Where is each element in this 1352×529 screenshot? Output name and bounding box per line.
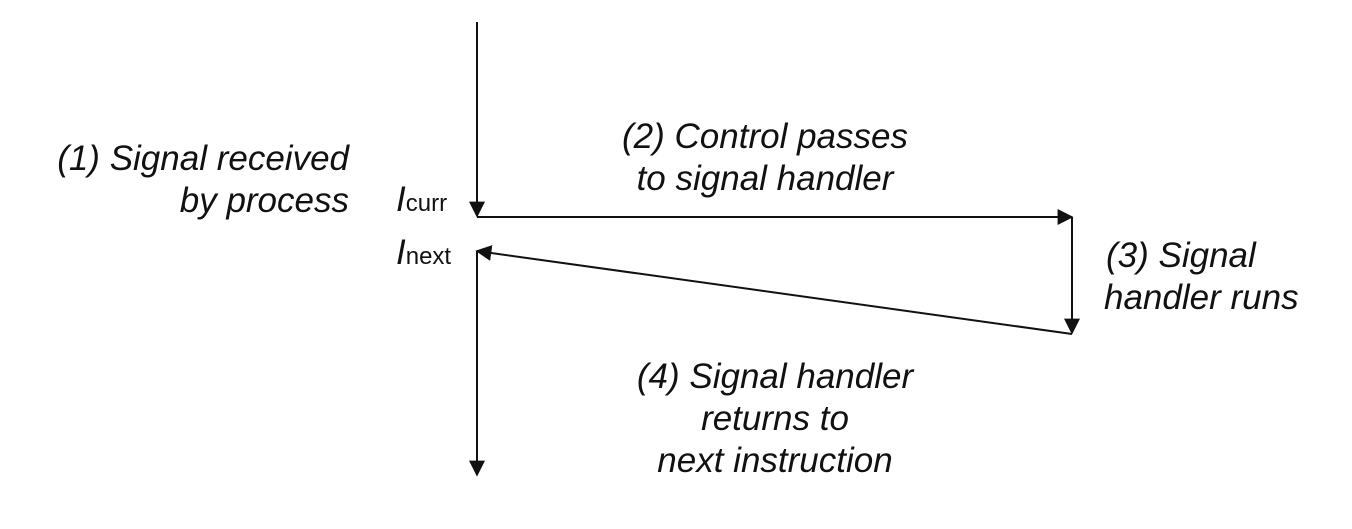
step4-line3: next instruction — [657, 441, 893, 480]
instruction-next-symbol: I — [396, 233, 406, 272]
step4-label: (4) Signal handler returns to next instr… — [560, 356, 990, 482]
step4-line1: (4) Signal handler — [636, 357, 914, 396]
step4-line2: returns to — [701, 399, 849, 438]
step2-line2: to signal handler — [636, 159, 894, 198]
step1-line2: by process — [179, 181, 349, 220]
step2-line1: (2) Control passes — [622, 117, 908, 156]
step2-label: (2) Control passes to signal handler — [560, 116, 970, 200]
step3-line2: handler runs — [1104, 278, 1299, 317]
step1-label: (1) Signal received by process — [57, 138, 349, 222]
step3-label: (3) Signal handler runs — [1104, 235, 1299, 319]
step3-line1: (3) Signal — [1106, 236, 1256, 275]
instruction-next-subscript: next — [405, 243, 452, 270]
instruction-curr-subscript: curr — [405, 190, 448, 217]
instruction-next-label: Inext — [396, 233, 451, 273]
instruction-curr-symbol: I — [396, 180, 406, 219]
handler-return-arrow — [475, 245, 1073, 335]
step1-line1: (1) Signal received — [57, 139, 349, 178]
instruction-curr-label: Icurr — [396, 180, 447, 220]
